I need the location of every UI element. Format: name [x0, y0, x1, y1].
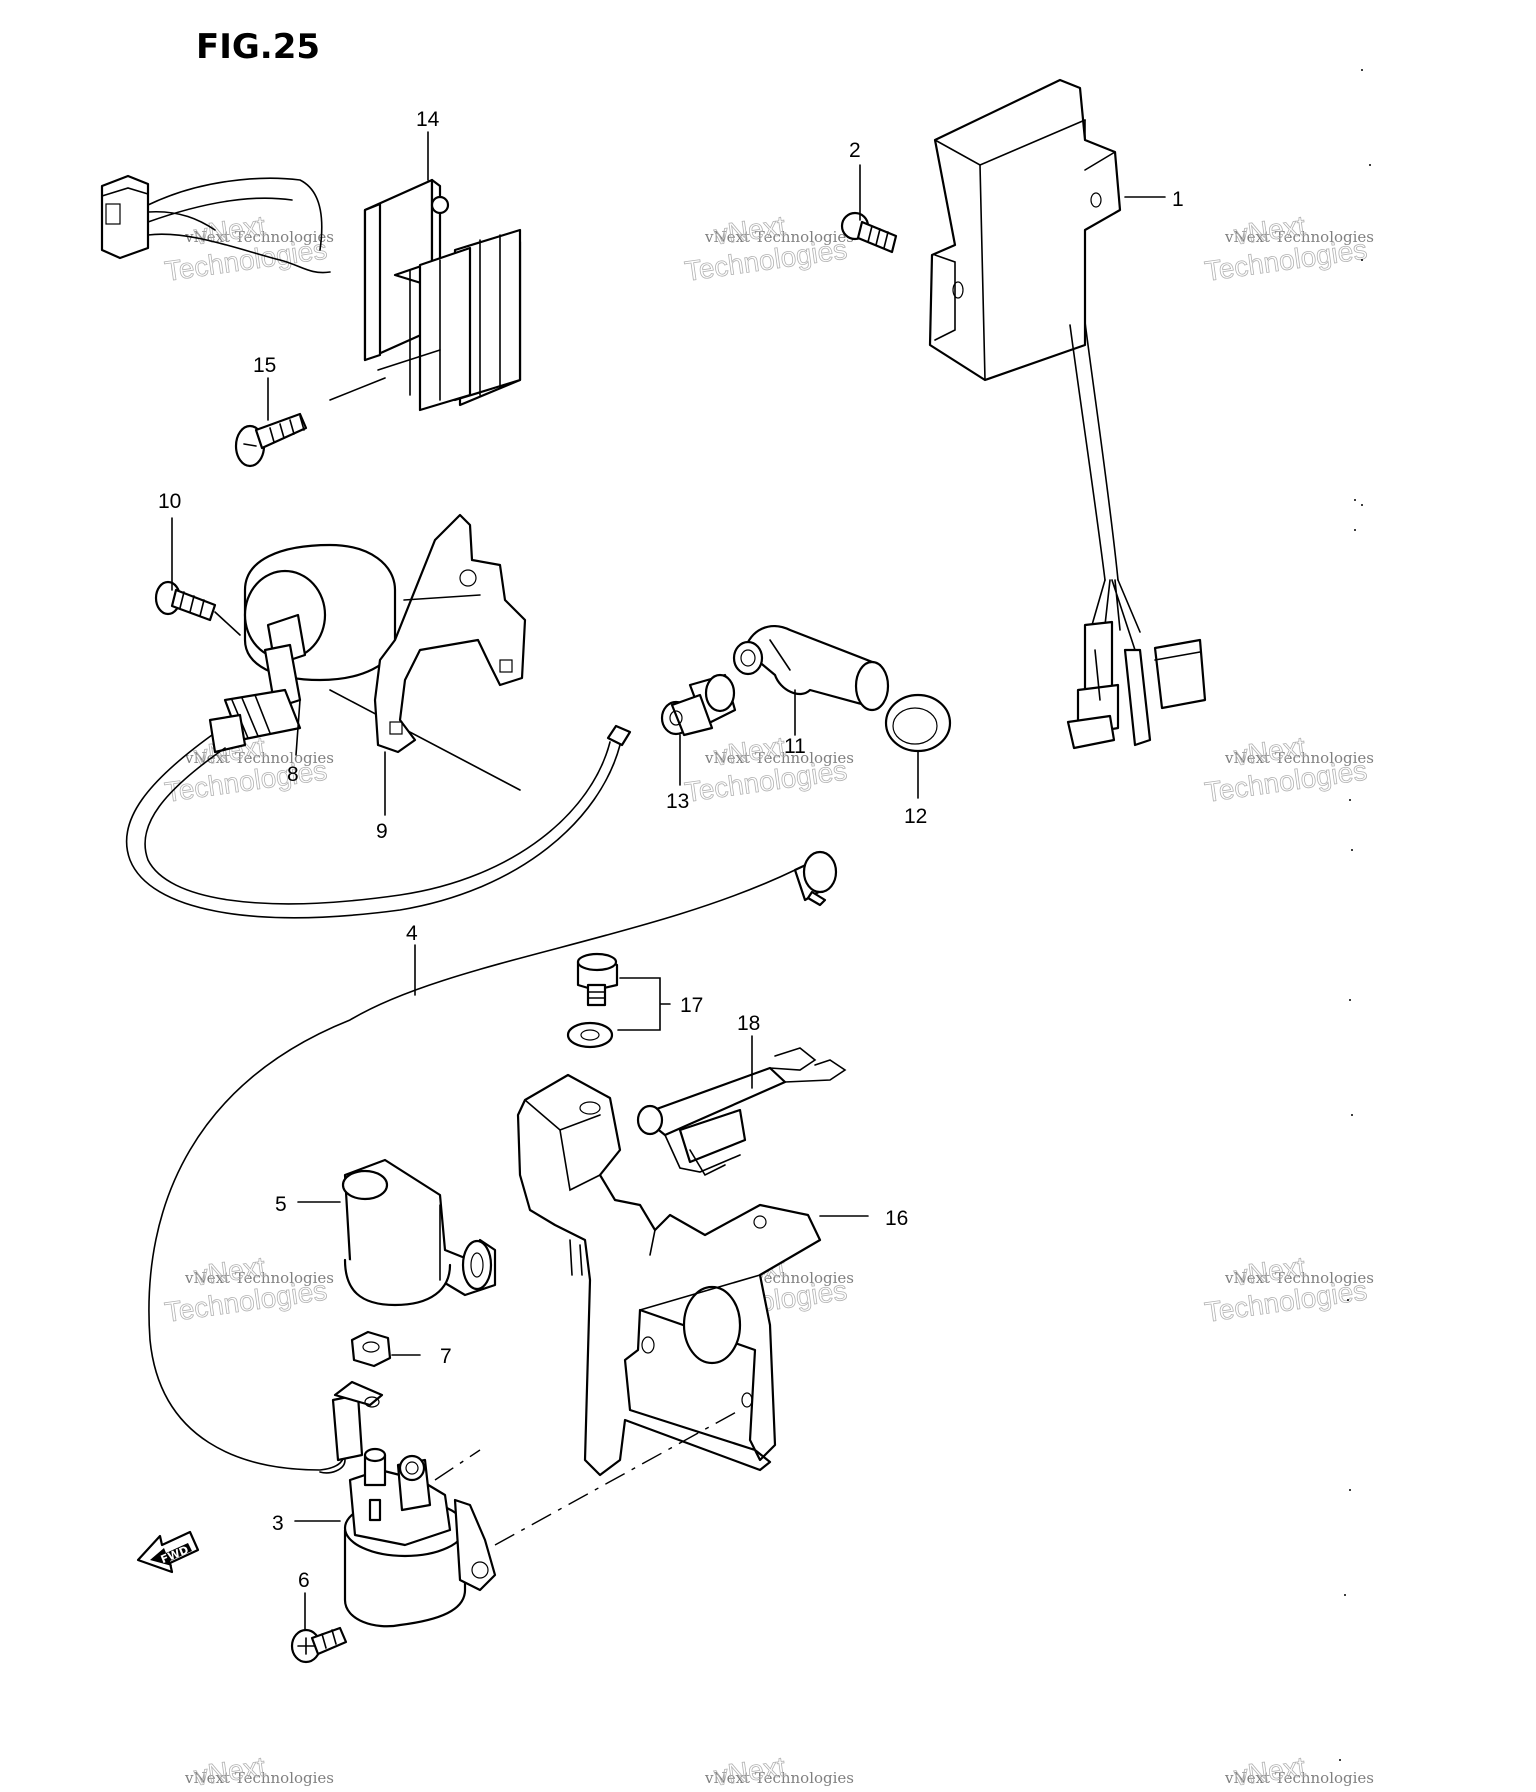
bracket-16	[516, 1073, 822, 1477]
part-label-14: 14	[416, 108, 440, 131]
watermark-text: vNext Technologies	[1224, 1269, 1374, 1287]
part-label-3: 3	[272, 1512, 284, 1535]
part-label-12: 12	[904, 805, 927, 828]
ignition-coil	[125, 543, 632, 919]
cdi-unit	[928, 78, 1207, 750]
cap-5	[341, 1158, 497, 1307]
watermark-text: vNext Technologies	[704, 228, 854, 246]
watermark-text: vNext Technologies	[1224, 228, 1374, 246]
starter-relay-3	[343, 1447, 497, 1628]
screw-6	[290, 1626, 348, 1664]
seal-12	[884, 693, 952, 753]
forward-arrow: FWD	[136, 1530, 200, 1574]
part-label-9: 9	[376, 820, 388, 843]
watermark-text: vNext Technologies	[184, 228, 334, 246]
clip-18	[636, 1047, 847, 1177]
part-label-6: 6	[298, 1569, 310, 1592]
plug-cap-11	[732, 625, 890, 712]
part-label-1: 1	[1172, 188, 1184, 211]
bolt-17	[576, 952, 619, 1007]
bolt-15	[234, 377, 386, 468]
watermark-text: vNext Technologies	[704, 749, 854, 767]
part-label-11: 11	[784, 735, 806, 758]
watermark-text: vNext Technologies	[1224, 749, 1374, 767]
figure-title: FIG.25	[196, 27, 320, 67]
watermark-text: vNext Technologies	[1224, 1769, 1374, 1787]
washer-17	[566, 1021, 614, 1049]
regulator-rectifier	[100, 174, 522, 412]
part-label-10: 10	[158, 490, 181, 513]
scan-artifacts	[1339, 69, 1371, 1761]
part-label-5: 5	[275, 1193, 287, 1216]
part-label-8: 8	[287, 763, 299, 786]
part-label-2: 2	[849, 139, 861, 162]
watermark-text: vNext Technologies	[184, 1769, 334, 1787]
leader-lines	[171, 131, 1166, 1631]
part-label-4: 4	[406, 922, 418, 945]
nut-7	[350, 1330, 392, 1368]
coil-bracket-9	[373, 513, 527, 754]
screw-2	[840, 164, 898, 254]
part-labels: 1 2 3 4 5 6 7 8 9 10 11 12 13 14 15 16 1…	[158, 108, 1184, 1592]
watermark-text: vNext Technologies	[704, 1769, 854, 1787]
bolt-10	[154, 580, 241, 636]
part-label-13: 13	[666, 790, 689, 813]
part-label-16: 16	[885, 1207, 908, 1230]
boot-13	[660, 673, 737, 737]
part-label-15: 15	[253, 354, 276, 377]
watermark-text: vNext Technologies	[184, 1269, 334, 1287]
lead-wire-4	[148, 850, 838, 1474]
part-label-17: 17	[680, 994, 703, 1017]
part-label-18: 18	[737, 1012, 760, 1035]
part-label-7: 7	[440, 1345, 452, 1368]
